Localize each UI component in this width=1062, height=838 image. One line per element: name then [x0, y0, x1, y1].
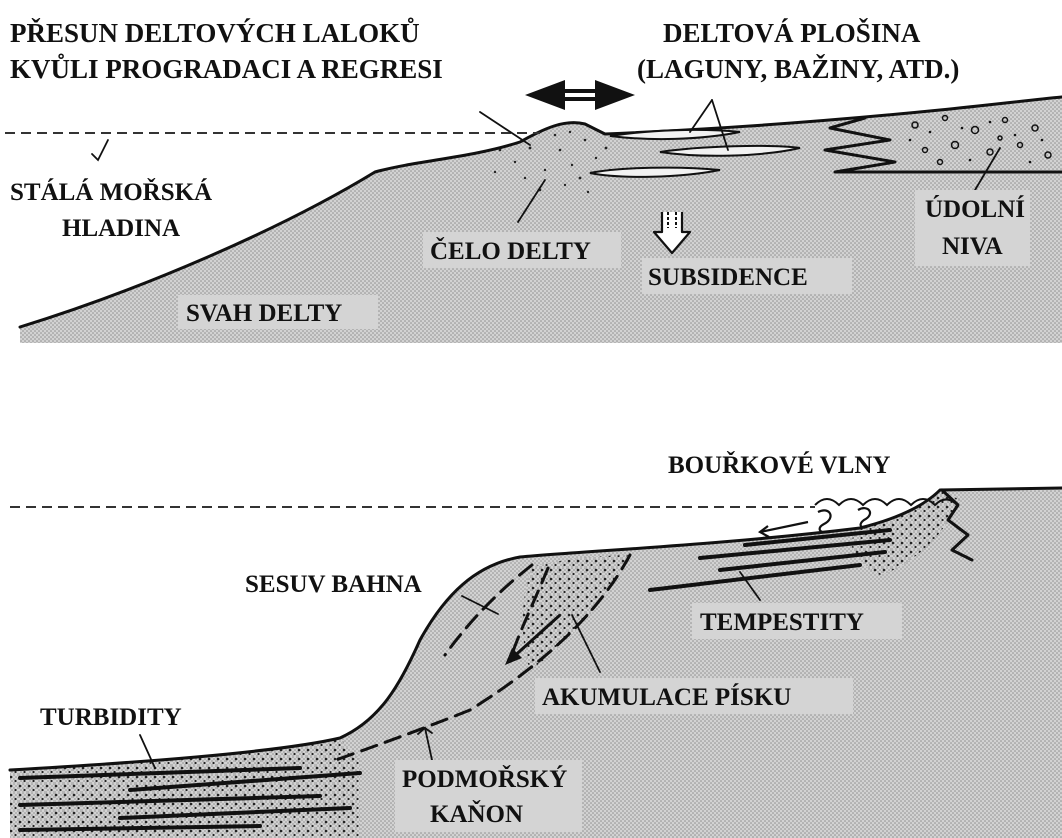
- floodplain-label-2: NIVA: [942, 233, 1003, 260]
- canyon-label-2: KAŇON: [430, 800, 523, 828]
- sand-accumulation-label: AKUMULACE PÍSKU: [542, 683, 791, 711]
- delta-front-label: ČELO DELTY: [430, 236, 591, 265]
- tempestites-label: TEMPESTITY: [700, 609, 864, 636]
- turbidite-sand-body: [10, 738, 360, 838]
- top-delta-section: PŘESUN DELTOVÝCH LALOKŮ KVŮLI PROGRADACI…: [5, 17, 1062, 343]
- lobe-shift-leader: [480, 112, 530, 145]
- storm-waves-label: BOUŘKOVÉ VLNY: [668, 451, 891, 479]
- sea-level-label-2: HLADINA: [62, 215, 180, 242]
- lobe-shift-label-1: PŘESUN DELTOVÝCH LALOKŮ: [10, 17, 420, 48]
- delta-slope-label: SVAH DELTY: [186, 300, 342, 327]
- delta-plain-label-1: DELTOVÁ PLOŠINA: [663, 18, 921, 48]
- subsidence-label: SUBSIDENCE: [648, 264, 808, 291]
- delta-plain-label-2: (LAGUNY, BAŽINY, ATD.): [637, 54, 959, 84]
- canyon-label-1: PODMOŘSKÝ: [402, 765, 567, 793]
- lobe-shift-label-2: KVŮLI PROGRADACI A REGRESI: [10, 53, 443, 84]
- turbidites-label: TURBIDITY: [40, 704, 182, 731]
- sea-level-label-1: STÁLÁ MOŘSKÁ: [10, 178, 212, 206]
- lobe-migration-arrow: [525, 80, 635, 110]
- sea-level-leader: [92, 140, 108, 160]
- mud-slide-label: SESUV BAHNA: [245, 571, 422, 598]
- floodplain-label-1: ÚDOLNÍ: [925, 195, 1025, 223]
- bottom-shelf-section: BOUŘKOVÉ VLNY SESUV BAHNA TEMPESTITY TUR…: [10, 451, 1062, 838]
